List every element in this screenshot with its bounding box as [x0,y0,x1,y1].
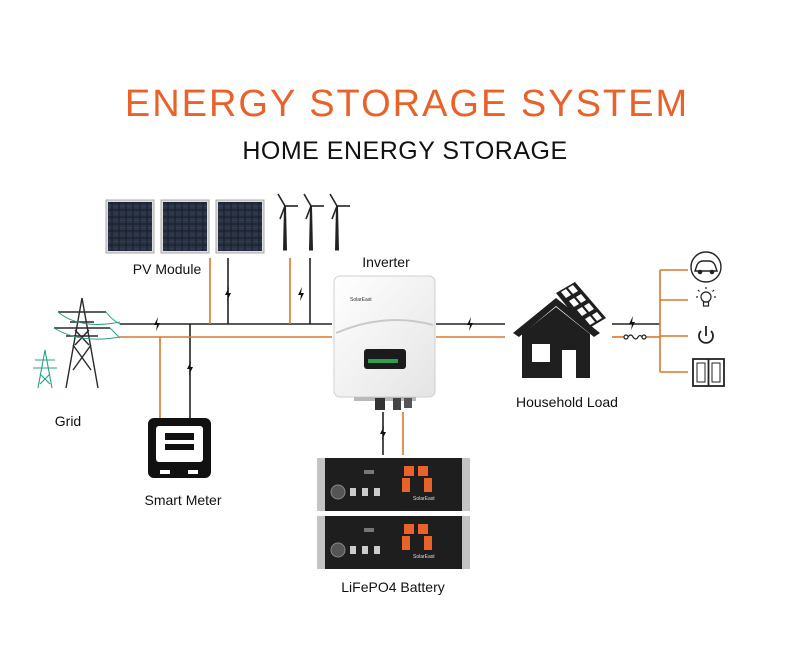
battery-brand: SolarEast [413,496,435,502]
car-icon [690,251,722,283]
wind-turbine-icon [277,193,298,251]
battery-label: LiFePO4 Battery [341,579,445,595]
grid-label: Grid [55,413,81,429]
power-tower-icon [33,297,121,389]
household-load-label: Household Load [516,394,618,410]
house-icon [513,282,606,378]
lightning-icon [380,426,386,440]
lightning-icon [225,287,231,301]
solar-panel-icon [160,199,210,254]
power-icon [698,326,714,344]
solar-panel-icon [215,199,265,254]
lightning-icon [154,317,160,331]
inverter-label: Inverter [362,254,410,270]
wiring [120,258,688,455]
page-title: ENERGY STORAGE SYSTEM [125,83,689,125]
lightning-icon [298,287,304,301]
battery-module: SolarEast [317,516,470,569]
battery-brand: SolarEast [413,554,435,560]
lightning-icon [187,361,193,375]
window-icon [692,358,725,387]
pv-module-label: PV Module [133,261,202,277]
solar-panel-icon [105,199,155,254]
wind-turbine-icon [303,193,324,251]
smart-meter-icon [148,418,211,478]
pv-module [105,199,265,254]
battery-module: SolarEast [317,458,470,511]
inverter: SolarEast [333,275,436,410]
wind-turbines [277,193,350,251]
page-subtitle: HOME ENERGY STORAGE [242,137,567,165]
switch-icon [623,334,647,340]
inverter-brand: SolarEast [350,297,372,303]
battery-stack: SolarEast SolarEast [317,458,470,569]
lightning-icon [629,316,635,330]
light-bulb-icon [696,287,716,307]
wind-turbine-icon [329,193,350,251]
smart-meter-label: Smart Meter [144,492,221,508]
lightning-icon [467,317,473,331]
